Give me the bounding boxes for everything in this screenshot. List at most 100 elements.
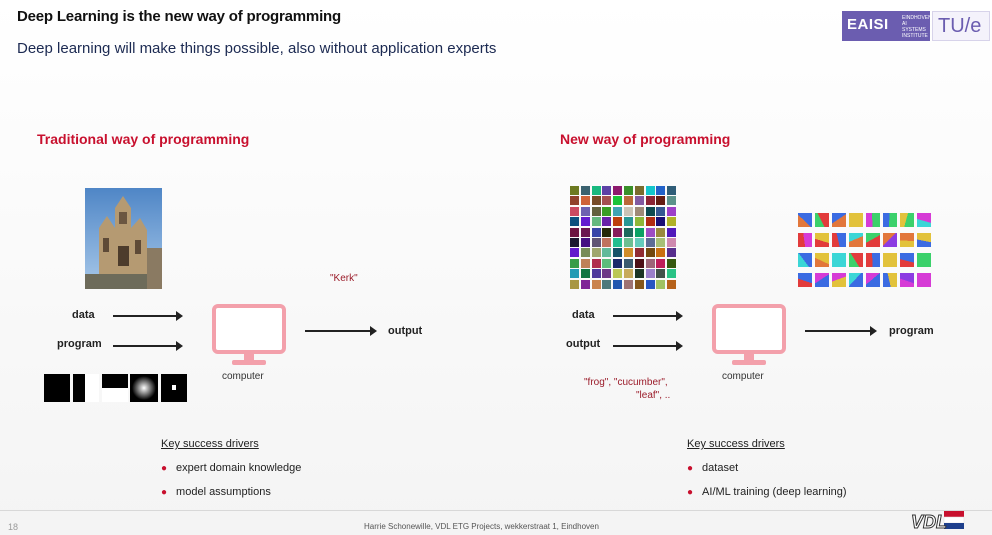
learned-feature-tile <box>866 233 880 247</box>
new-labels-line2: "leaf", .. <box>636 390 671 401</box>
new-program-label: program <box>889 325 934 337</box>
church-photo <box>85 188 162 289</box>
dataset-thumbnail <box>634 227 644 237</box>
dataset-thumbnail <box>570 269 579 279</box>
new-labels-line1: "frog", "cucumber", <box>584 377 668 388</box>
dataset-thumbnail <box>602 217 612 227</box>
learned-feature-tile <box>917 233 931 247</box>
dataset-thumbnail <box>634 279 644 289</box>
dataset-thumbnail <box>624 186 633 195</box>
dataset-thumbnail <box>667 217 677 227</box>
new-program-arrow <box>805 326 877 336</box>
learned-feature-tile <box>900 273 914 287</box>
dataset-thumbnail <box>602 238 612 247</box>
trad-output-label: output <box>388 325 423 337</box>
dataset-thumbnail <box>624 269 633 279</box>
new-computer-label: computer <box>722 371 764 382</box>
dataset-thumbnail <box>645 217 655 227</box>
dataset-thumbnail <box>570 217 579 227</box>
learned-feature-tile <box>866 273 880 287</box>
new-output-arrow <box>613 341 683 351</box>
dataset-thumbnail <box>580 196 590 206</box>
dataset-thumbnail <box>656 186 666 195</box>
dataset-thumbnail <box>570 227 579 237</box>
new-key-drivers-header: Key success drivers <box>687 438 785 450</box>
dataset-thumbnail <box>602 269 612 279</box>
dataset-thumbnail <box>591 227 601 237</box>
dataset-thumbnail <box>602 258 612 268</box>
dataset-thumbnail <box>634 206 644 216</box>
learned-features-grid <box>798 213 932 291</box>
new-bullet-1: ●dataset <box>687 462 739 474</box>
dataset-thumbnail <box>667 186 677 195</box>
dataset-thumbnail <box>580 248 590 258</box>
learned-feature-tile <box>849 273 863 287</box>
dataset-thumbnail <box>667 248 677 258</box>
dataset-thumbnail <box>591 269 601 279</box>
trad-data-label: data <box>72 309 95 321</box>
learned-feature-tile <box>815 273 829 287</box>
learned-feature-tile <box>815 213 829 227</box>
dataset-thumbnail <box>580 279 590 289</box>
dataset-thumbnail <box>602 279 612 289</box>
dataset-thumbnail <box>591 206 601 216</box>
new-data-arrow <box>613 311 683 321</box>
dataset-thumbnail <box>645 238 655 247</box>
learned-feature-tile <box>917 253 931 267</box>
learned-feature-tile <box>883 253 897 267</box>
dataset-thumbnail <box>580 186 590 195</box>
dataset-thumbnail <box>613 269 623 279</box>
trad-computer-label: computer <box>222 371 264 382</box>
learned-feature-tile <box>849 213 863 227</box>
learned-feature-tile <box>883 213 897 227</box>
dataset-thumbnail <box>613 206 623 216</box>
filter-kernels-strip <box>44 374 187 402</box>
dataset-thumbnail <box>570 196 579 206</box>
dataset-thumbnail <box>634 248 644 258</box>
dataset-thumbnail <box>624 206 633 216</box>
dataset-thumbnail <box>591 258 601 268</box>
dataset-thumbnail <box>624 217 633 227</box>
dataset-thumbnail <box>645 258 655 268</box>
dataset-thumbnail <box>656 217 666 227</box>
dataset-thumbnail <box>667 279 677 289</box>
dataset-thumbnail <box>645 279 655 289</box>
dataset-thumbnail <box>602 248 612 258</box>
dataset-thumbnail <box>645 227 655 237</box>
trad-bullet-1: ●expert domain knowledge <box>161 462 302 474</box>
vdl-logo-text: VDL <box>911 512 947 532</box>
learned-feature-tile <box>917 213 931 227</box>
dataset-thumbnail <box>656 206 666 216</box>
dataset-thumbnail <box>570 206 579 216</box>
new-heading: New way of programming <box>560 131 731 147</box>
dataset-thumbnail <box>613 238 623 247</box>
dataset-thumbnail <box>602 206 612 216</box>
dataset-thumbnail <box>634 258 644 268</box>
learned-feature-tile <box>849 253 863 267</box>
dataset-thumbnail <box>602 227 612 237</box>
dataset-thumbnail <box>613 196 623 206</box>
dataset-thumbnail <box>591 248 601 258</box>
dataset-thumbnail <box>667 269 677 279</box>
slide-subtitle: Deep learning will make things possible,… <box>17 40 497 57</box>
dataset-thumbnail <box>624 279 633 289</box>
dataset-thumbnail <box>613 217 623 227</box>
footer-divider <box>0 510 992 511</box>
trad-key-drivers-header: Key success drivers <box>161 438 259 450</box>
dataset-thumbnail <box>613 248 623 258</box>
new-bullet-2: ●AI/ML training (deep learning) <box>687 486 847 498</box>
learned-feature-tile <box>883 273 897 287</box>
trad-computer-icon <box>212 304 286 365</box>
slide-title: Deep Learning is the new way of programm… <box>17 8 341 25</box>
trad-data-arrow <box>113 311 183 321</box>
dataset-thumbnail <box>602 186 612 195</box>
new-output-label: output <box>566 338 601 350</box>
learned-feature-tile <box>832 213 846 227</box>
dataset-thumbnail <box>624 258 633 268</box>
page-number: 18 <box>8 522 19 532</box>
trad-output-arrow <box>305 326 377 336</box>
dataset-thumbnail <box>667 238 677 247</box>
dataset-thumbnail <box>656 248 666 258</box>
